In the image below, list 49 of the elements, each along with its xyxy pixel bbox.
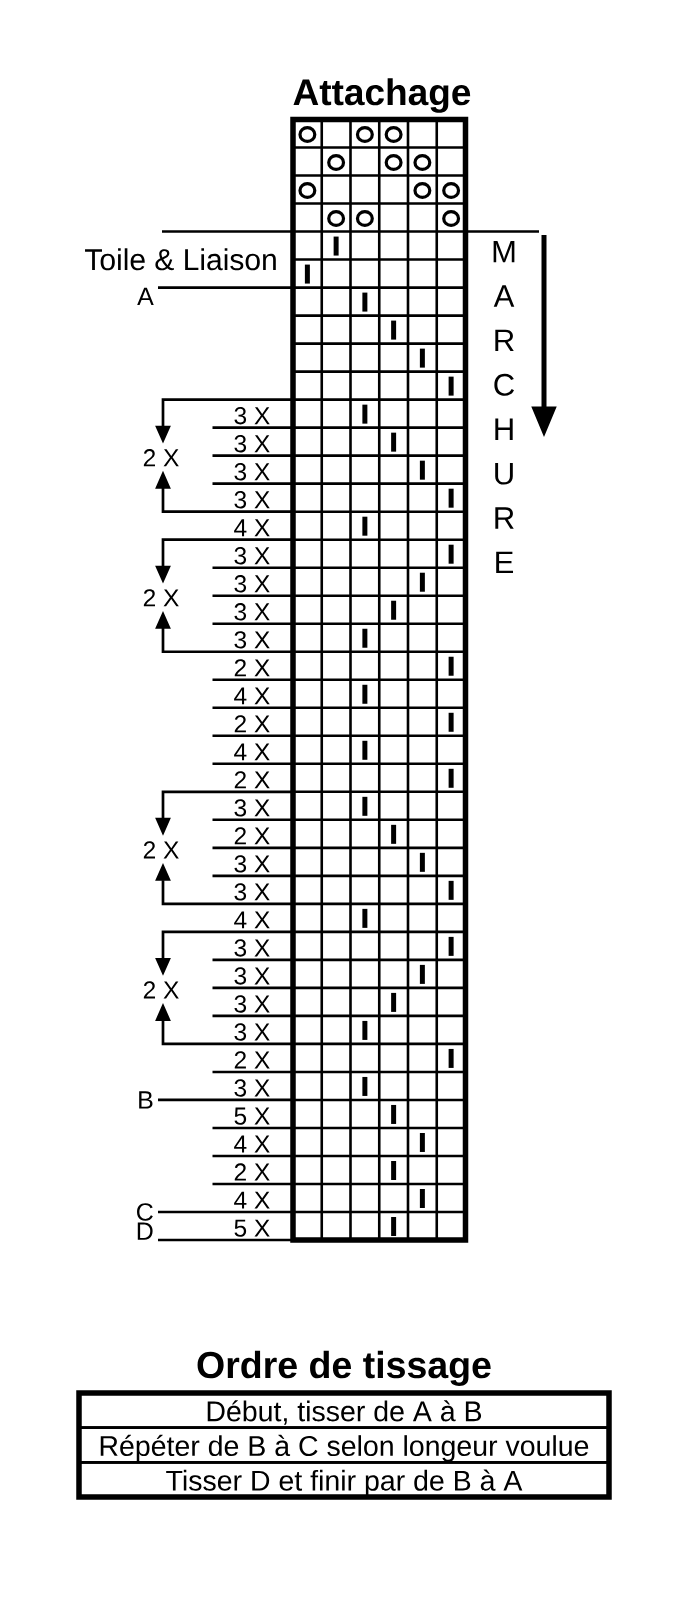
section-label: Toile & Liaison [85, 248, 276, 271]
repeat-count: 2 X [143, 841, 179, 859]
repeat-count: 2 X [143, 981, 179, 999]
pick-count: 3 X [234, 855, 270, 873]
pick-count: 4 X [234, 1191, 270, 1209]
pick-count: 2 X [234, 827, 270, 845]
pick-count: 3 X [234, 575, 270, 593]
pick-count: 3 X [234, 463, 270, 481]
pick-count: 3 X [234, 491, 270, 509]
pick-count: 3 X [234, 995, 270, 1013]
pick-count: 2 X [234, 715, 270, 733]
pick-count: 3 X [234, 603, 270, 621]
leader-line [158, 286, 293, 289]
reference-letter: B [139, 1091, 153, 1109]
table-cell: Tisser D et finir par de B à A [77, 1460, 611, 1499]
pick-count: 3 X [234, 967, 270, 985]
repeat-count: 2 X [143, 589, 179, 607]
pick-count: 4 X [234, 911, 270, 929]
table-heading: Ordre de tissage [197, 1350, 491, 1386]
table-cell: Répéter de B à C selon longeur voulue [77, 1426, 611, 1464]
reference-letter: D [137, 1222, 153, 1240]
reference-letter: A [137, 287, 154, 305]
leader-line [158, 1238, 293, 1242]
reference-letter: C [137, 1203, 153, 1221]
pick-count: 3 X [234, 631, 270, 649]
pick-count: 4 X [234, 687, 270, 705]
pick-count: 4 X [234, 519, 270, 537]
pick-count: 3 X [234, 939, 270, 957]
pick-count: 3 X [234, 799, 270, 817]
pick-count: 3 X [234, 547, 270, 565]
pick-count: 3 X [234, 1023, 270, 1041]
pick-count: 2 X [234, 771, 270, 789]
leader-line [158, 1098, 293, 1102]
pick-count: 3 X [234, 435, 270, 453]
pick-count: 3 X [234, 407, 270, 425]
pick-count: 2 X [234, 659, 270, 677]
table-cell: Début, tisser de A à B [77, 1391, 611, 1430]
pick-count: 3 X [234, 883, 270, 901]
title: Attachage [293, 78, 471, 113]
pick-count: 4 X [234, 743, 270, 761]
vertical-label: MARCHURE [493, 240, 515, 574]
pick-count: 4 X [234, 1135, 270, 1153]
pick-count: 5 X [234, 1107, 270, 1125]
pick-count: 5 X [234, 1219, 270, 1237]
pick-count: 3 X [234, 1079, 270, 1097]
repeat-count: 2 X [143, 449, 179, 467]
pick-count: 2 X [234, 1163, 270, 1181]
leader-line [158, 1210, 293, 1214]
pick-count: 2 X [234, 1051, 270, 1069]
